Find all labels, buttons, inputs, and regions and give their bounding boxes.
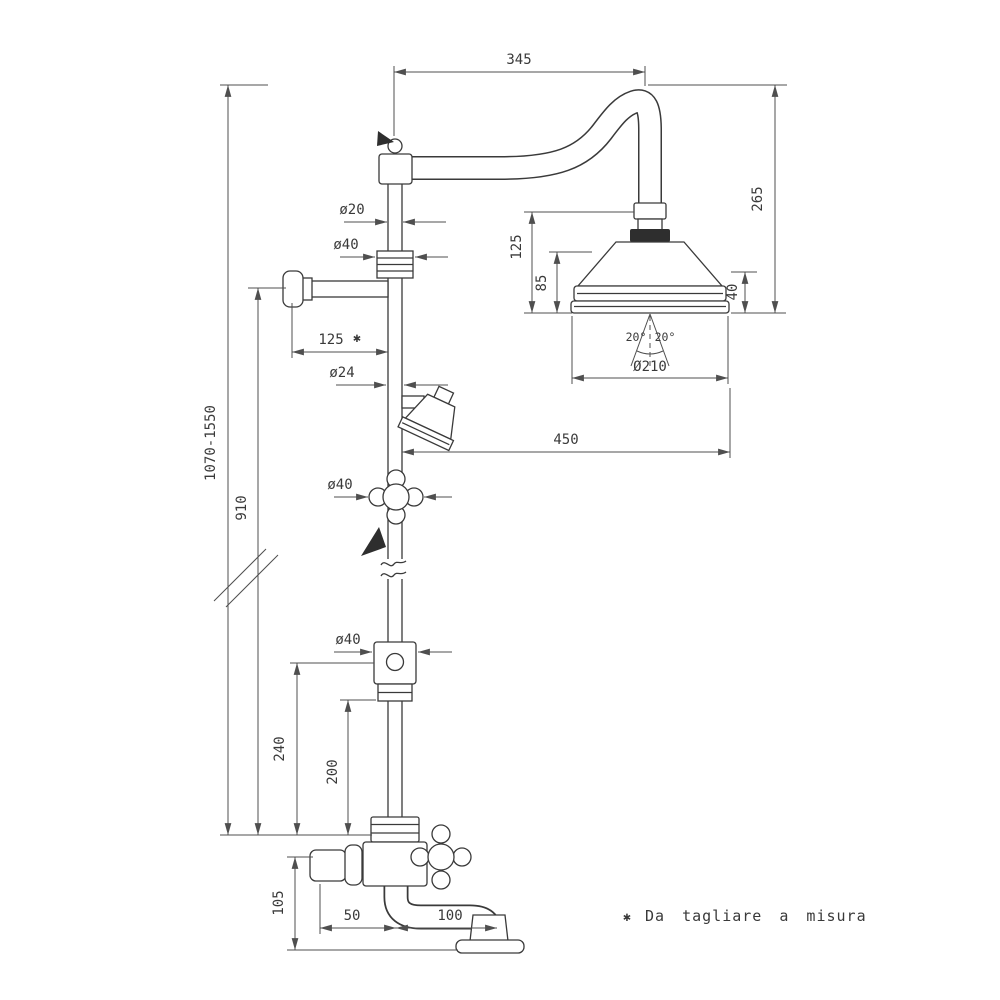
dim-label-100: 100 bbox=[437, 908, 462, 924]
slider-bracket bbox=[373, 641, 417, 702]
dim-label-910: 910 bbox=[234, 495, 250, 520]
dim-label-125-head: 125 bbox=[509, 234, 525, 259]
angle-label-left: 20° bbox=[626, 330, 647, 344]
dim-label-d40-coupling: ø40 bbox=[333, 237, 358, 253]
spout-base-flange bbox=[455, 939, 525, 954]
legend: ✱ Da tagliare a misura bbox=[623, 907, 867, 925]
dim-label-40-rim: 40 bbox=[725, 284, 741, 301]
dim-label-125-cut: 125 bbox=[318, 332, 343, 348]
overhead-shower-head bbox=[570, 202, 730, 314]
wall-bracket bbox=[282, 270, 389, 308]
dim-label-height-total: 1070-1550 bbox=[203, 405, 219, 481]
dimension-lines bbox=[213, 68, 779, 950]
bracket-knob bbox=[282, 270, 304, 308]
cut-mark: ✱ bbox=[353, 331, 361, 346]
dim-label-265: 265 bbox=[750, 186, 766, 211]
dim-label-50: 50 bbox=[344, 908, 361, 924]
dim-label-210: Ø210 bbox=[633, 359, 667, 375]
bracket-arm bbox=[307, 280, 389, 298]
dim-label-d40-slider: ø40 bbox=[335, 632, 360, 648]
fixture-geometry bbox=[282, 89, 730, 954]
upper-coupling bbox=[376, 250, 414, 279]
head-dark-ring bbox=[630, 229, 670, 242]
dim-label-345: 345 bbox=[506, 52, 531, 68]
dimension-labels: 345 265 40 125 85 Ø210 20° 20° ø20 ø40 1… bbox=[203, 52, 766, 924]
mixer-body bbox=[362, 841, 428, 887]
dim-label-450: 450 bbox=[553, 432, 578, 448]
union-nut bbox=[370, 816, 420, 843]
angle-label-right: 20° bbox=[655, 330, 676, 344]
head-neck bbox=[637, 218, 663, 231]
finial-tip bbox=[377, 131, 394, 146]
diverter-handle bbox=[368, 469, 424, 525]
dim-label-d24: ø24 bbox=[329, 365, 354, 381]
pipe-break bbox=[380, 559, 407, 579]
legend-note: Da tagliare a misura bbox=[645, 907, 867, 925]
shower-arm bbox=[412, 89, 662, 205]
flow-pointer bbox=[361, 527, 386, 556]
dim-label-85: 85 bbox=[534, 275, 550, 292]
dim-label-d20: ø20 bbox=[339, 202, 364, 218]
spray-angle-lines bbox=[630, 313, 670, 369]
mixer-assembly bbox=[309, 816, 525, 954]
slider-knob bbox=[385, 652, 405, 672]
dim-label-240: 240 bbox=[272, 736, 288, 761]
wall-knob bbox=[309, 849, 347, 882]
dim-label-200: 200 bbox=[325, 759, 341, 784]
legend-asterisk: ✱ bbox=[623, 910, 631, 925]
dim-label-105: 105 bbox=[271, 890, 287, 915]
dim-label-d40-diverter: ø40 bbox=[327, 477, 352, 493]
wall-flange bbox=[344, 844, 363, 886]
hand-shower bbox=[397, 385, 456, 452]
head-bell bbox=[576, 241, 724, 287]
break-slashes bbox=[213, 548, 279, 608]
extension-lines bbox=[220, 66, 787, 951]
riser-top-tee bbox=[377, 131, 413, 185]
head-connector-nut bbox=[633, 202, 667, 220]
mixer-cross-handle bbox=[410, 824, 472, 890]
